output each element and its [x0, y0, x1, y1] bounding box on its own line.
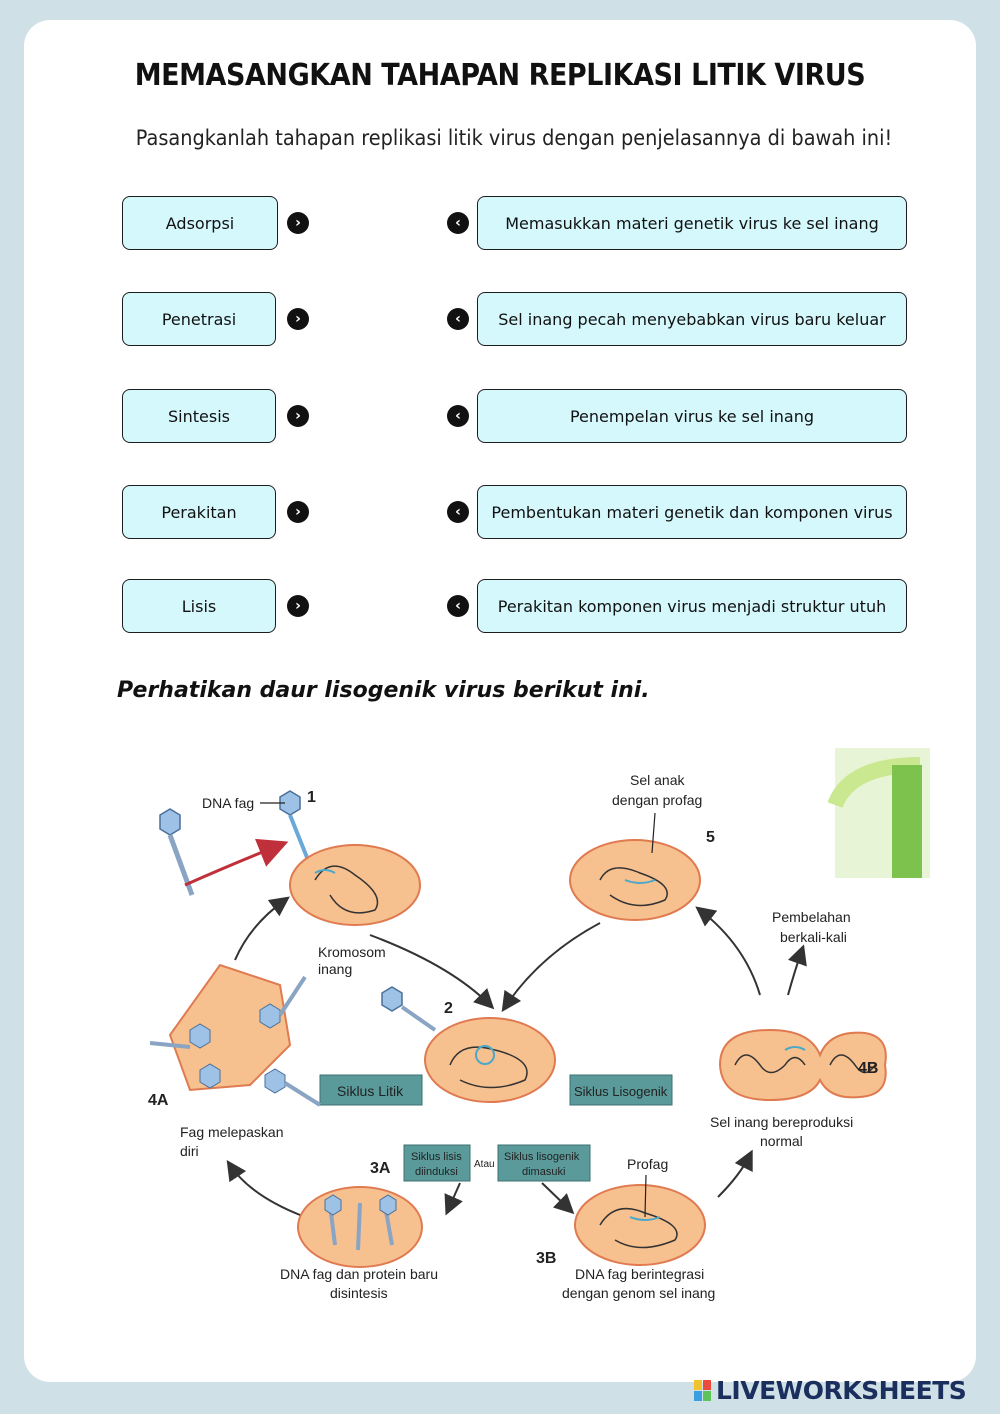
label-diri: diri	[180, 1143, 199, 1159]
label-step-4b: 4B	[858, 1060, 878, 1077]
match-right-item[interactable]: Perakitan komponen virus menjadi struktu…	[477, 579, 907, 633]
label-dna-protein: DNA fag dan protein baru	[280, 1266, 438, 1282]
chevron-right-icon[interactable]: ›	[287, 595, 309, 617]
label-step-4a: 4A	[148, 1092, 169, 1109]
label-step-3b: 3B	[536, 1250, 556, 1267]
chevron-left-icon[interactable]: ‹	[447, 405, 469, 427]
label-step-1: 1	[307, 789, 316, 806]
section-heading: Perhatikan daur lisogenik virus berikut …	[117, 678, 650, 703]
label-reproduksi: Sel inang bereproduksi	[710, 1114, 853, 1130]
label-berkali-kali: berkali-kali	[780, 929, 847, 945]
label-disintesis: disintesis	[330, 1285, 388, 1301]
chevron-left-icon[interactable]: ‹	[447, 308, 469, 330]
match-right-item[interactable]: Sel inang pecah menyebabkan virus baru k…	[477, 292, 907, 346]
label-profag: Profag	[627, 1156, 668, 1172]
label-atau: Atau	[474, 1159, 495, 1170]
match-right-item[interactable]: Penempelan virus ke sel inang	[477, 389, 907, 443]
chevron-right-icon[interactable]: ›	[287, 308, 309, 330]
label-sel-anak: Sel anak	[630, 772, 685, 788]
label-diinduksi: diinduksi	[415, 1166, 458, 1178]
phage-icon	[381, 986, 437, 1032]
phage-icon	[159, 808, 195, 896]
chevron-left-icon[interactable]: ‹	[447, 501, 469, 523]
label-lisis-induksi: Siklus lisis	[411, 1151, 462, 1163]
label-dimasuki: dimasuki	[522, 1166, 565, 1178]
label-inang: inang	[318, 961, 352, 977]
liveworksheets-logo: LIVEWORKSHEETS	[694, 1374, 967, 1406]
chevron-left-icon[interactable]: ‹	[447, 595, 469, 617]
chevron-right-icon[interactable]: ›	[287, 501, 309, 523]
label-dna-fag: DNA fag	[202, 795, 254, 811]
host-cell	[297, 1186, 423, 1268]
host-cell	[574, 1184, 706, 1266]
match-right-item[interactable]: Memasukkan materi genetik virus ke sel i…	[477, 196, 907, 250]
host-cell	[569, 839, 701, 921]
brand-name: LIVEWORKSHEETS	[716, 1375, 967, 1405]
label-siklus-lisogenik: Siklus Lisogenik	[574, 1084, 668, 1099]
chevron-right-icon[interactable]: ›	[287, 405, 309, 427]
match-left-item[interactable]: Sintesis	[122, 389, 276, 443]
label-kromosom: Kromosom	[318, 944, 386, 960]
match-left-item[interactable]: Adsorpsi	[122, 196, 278, 250]
label-dengan-profag: dengan profag	[612, 792, 702, 808]
burst-cell	[149, 963, 322, 1107]
match-left-item[interactable]: Perakitan	[122, 485, 276, 539]
phage-icon	[279, 790, 312, 866]
label-normal: normal	[760, 1133, 803, 1149]
label-step-5: 5	[706, 829, 715, 846]
match-left-item[interactable]: Lisis	[122, 579, 276, 633]
label-siklus-litik: Siklus Litik	[337, 1083, 404, 1099]
corner-decoration	[827, 748, 930, 878]
label-genom: dengan genom sel inang	[562, 1285, 715, 1301]
label-step-3a: 3A	[370, 1160, 391, 1177]
label-pembelahan: Pembelahan	[772, 909, 851, 925]
lysogenic-cycle-diagram: DNA fag 1 Kromosom inang Sel anak dengan…	[148, 748, 930, 1301]
host-cell	[424, 1017, 556, 1103]
label-step-2: 2	[444, 1000, 453, 1017]
label-lisogenik-masuk: Siklus lisogenik	[504, 1151, 580, 1163]
label-integrasi: DNA fag berintegrasi	[575, 1266, 704, 1282]
match-left-item[interactable]: Penetrasi	[122, 292, 276, 346]
page-title: MEMASANGKAN TAHAPAN REPLIKASI LITIK VIRU…	[134, 58, 866, 93]
chevron-right-icon[interactable]: ›	[287, 212, 309, 234]
instruction-text: Pasangkanlah tahapan replikasi litik vir…	[135, 126, 893, 150]
label-fag-melepaskan: Fag melepaskan	[180, 1124, 284, 1140]
match-right-item[interactable]: Pembentukan materi genetik dan komponen …	[477, 485, 907, 539]
chevron-left-icon[interactable]: ‹	[447, 212, 469, 234]
host-cell	[289, 844, 421, 926]
dividing-cell	[718, 1028, 887, 1102]
logo-icon	[694, 1378, 712, 1402]
